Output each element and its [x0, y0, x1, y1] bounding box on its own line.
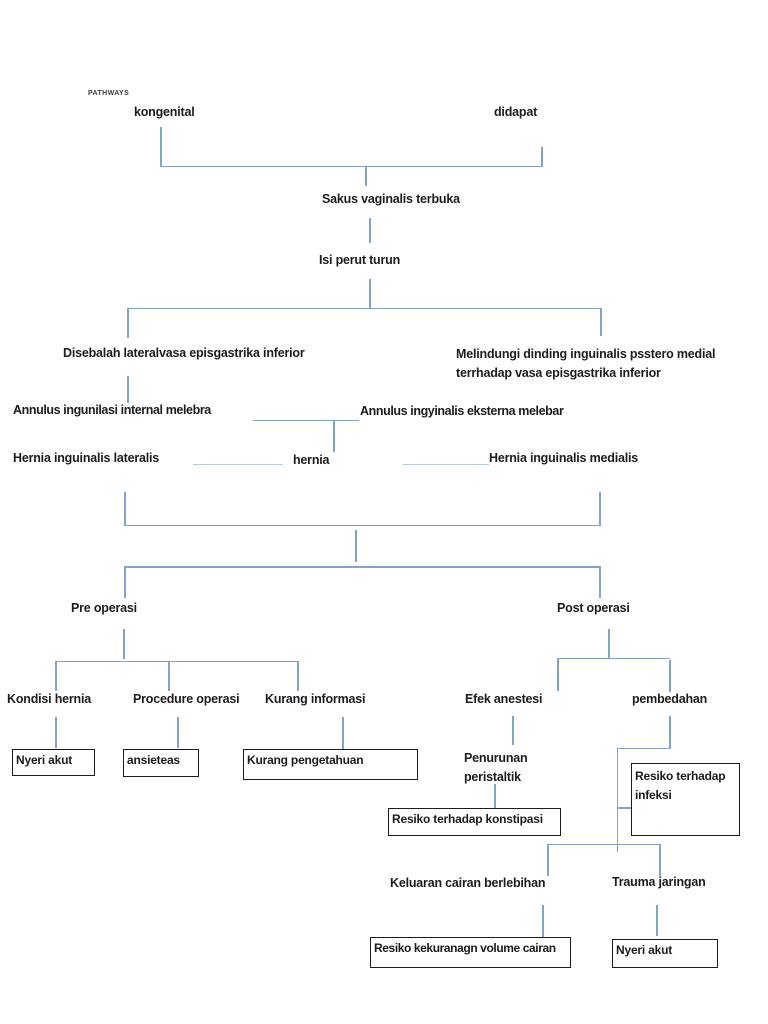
connector-post-drop: [599, 566, 601, 598]
node-penurunan-line2: peristaltik: [464, 770, 521, 784]
connector-gather-stub: [355, 530, 357, 562]
connector-tick-to-infeksi: [617, 807, 631, 809]
connector-pembedahan-jog: [617, 747, 670, 749]
node-annulus-eksterna: Annulus ingyinalis eksterna melebar: [360, 404, 564, 418]
node-penurunan-peristaltik: Penurunan peristaltik: [464, 749, 554, 787]
node-didapat: didapat: [494, 105, 538, 119]
node-penurunan-line1: Penurunan: [464, 751, 528, 765]
connector-disebalah-to-annulus: [127, 376, 129, 403]
connector-pembedahan-down: [669, 716, 671, 749]
connector-to-sakus: [365, 166, 367, 186]
connector-pembedahan-trunk: [616, 747, 618, 852]
connector-kondisi-to-box: [55, 717, 57, 748]
diagnosis-box-resiko-konstipasi: Resiko terhadap konstipasi: [388, 808, 561, 836]
node-kurang-informasi: Kurang informasi: [265, 692, 366, 706]
connector-split-right-drop: [600, 307, 602, 336]
node-hernia-lateralis: Hernia inguinalis lateralis: [13, 451, 160, 465]
connector-split-left-drop: [127, 307, 129, 338]
connector-kurang-to-box: [342, 717, 344, 750]
connector-lateralis-hernia-light: [193, 463, 283, 465]
connector-isi-to-split: [369, 279, 371, 308]
connector-split-bracket: [127, 307, 602, 309]
diagnosis-box-ansieteas: ansieteas: [123, 749, 199, 777]
connector-kurang-drop: [297, 660, 299, 691]
diagnosis-box-kurang-pengetahuan: Kurang pengetahuan: [243, 749, 418, 780]
connector-keluaran-drop: [547, 843, 549, 876]
connector-sakus-to-isi: [369, 218, 371, 243]
diagnosis-box-resiko-infeksi-line1: Resiko terhadap: [635, 769, 726, 783]
connector-didapat-drop: [541, 147, 543, 166]
node-hernia: hernia: [293, 453, 330, 467]
node-isi-perut: Isi perut turun: [319, 253, 401, 267]
node-melindungi-line2: terrhadap vasa episgastrika inferior: [456, 366, 661, 380]
connector-annulus-link: [253, 419, 359, 421]
connector-top-bracket: [160, 165, 543, 167]
node-post-operasi: Post operasi: [557, 601, 630, 615]
node-trauma-jaringan: Trauma jaringan: [612, 875, 706, 889]
connector-procedure-drop: [168, 660, 170, 691]
node-hernia-medialis: Hernia inguinalis medialis: [489, 451, 639, 465]
connector-kondisi-drop: [55, 660, 57, 691]
node-pembedahan: pembedahan: [632, 692, 708, 706]
connector-pre-stub: [123, 629, 125, 659]
connector-pre-bracket: [55, 660, 298, 662]
connector-pembedahan-drop: [669, 660, 671, 692]
connector-prepost-bracket: [124, 566, 601, 568]
node-pre-operasi: Pre operasi: [71, 601, 137, 615]
diagnosis-box-resiko-infeksi: Resiko terhadap infeksi: [631, 763, 740, 836]
node-efek-anestesi: Efek anestesi: [465, 692, 543, 706]
connector-post-stub: [608, 629, 610, 658]
node-disebalah: Disebalah lateralvasa episgastrika infer…: [63, 346, 305, 360]
connector-gather-bottom: [124, 524, 601, 526]
connector-pre-drop: [124, 566, 126, 598]
diagnosis-box-resiko-infeksi-line2: infeksi: [635, 788, 672, 802]
node-kondisi-hernia: Kondisi hernia: [7, 692, 92, 706]
node-melindungi: Melindungi dinding inguinalis psstero me…: [456, 345, 736, 383]
diagnosis-box-resiko-volume-cairan: Resiko kekuranagn volume cairan: [370, 937, 571, 968]
connector-keluaran-to-box: [542, 905, 544, 939]
node-annulus-internal: Annulus ingunilasi internal melebra: [13, 403, 211, 417]
connector-post-bracket: [557, 657, 670, 659]
connector-trauma-to-box: [656, 905, 658, 936]
connector-penurunan-to-box: [494, 784, 496, 810]
connector-trauma-drop: [659, 843, 661, 876]
diagnosis-box-nyeri-akut-pre: Nyeri akut: [12, 749, 95, 776]
connector-procedure-to-box: [177, 717, 179, 748]
connector-gather-right: [599, 492, 601, 526]
connector-efek-drop: [557, 657, 559, 691]
connector-kongenital-drop: [160, 127, 162, 166]
node-kongenital: kongenital: [134, 105, 195, 119]
connector-hernia-medialis-light: [403, 463, 489, 465]
connector-efek-to-penurunan: [512, 716, 514, 745]
page-corner-label: PATHWAYS: [88, 90, 130, 97]
node-keluaran-cairan: Keluaran cairan berlebihan: [390, 876, 546, 890]
connector-to-hernia: [333, 421, 335, 452]
diagnosis-box-nyeri-akut-post: Nyeri akut: [612, 939, 718, 968]
node-procedure-operasi: Procedure operasi: [133, 692, 240, 706]
node-sakus-vaginalis: Sakus vaginalis terbuka: [322, 192, 460, 206]
node-melindungi-line1: Melindungi dinding inguinalis psstero me…: [456, 347, 716, 361]
connector-bottom-bracket: [547, 843, 660, 845]
connector-gather-left: [124, 492, 126, 526]
